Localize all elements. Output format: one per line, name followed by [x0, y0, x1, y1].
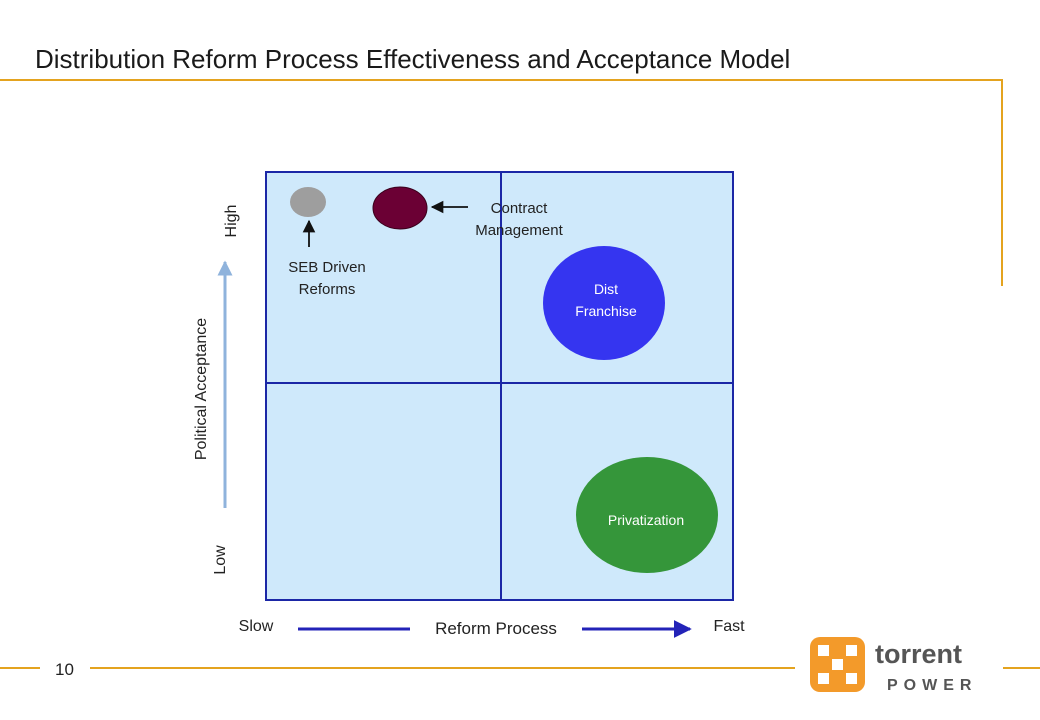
franchise-label-line2: Franchise	[575, 303, 637, 319]
franchise-label-line1: Dist	[594, 281, 618, 297]
title-underline	[0, 79, 1003, 81]
logo-tagline: POWER	[887, 677, 977, 694]
contract-management-bubble	[372, 186, 428, 230]
page-number: 10	[55, 660, 74, 679]
torrent-power-logo: torrent POWER	[810, 637, 977, 694]
slide-title: Distribution Reform Process Effectivenes…	[35, 44, 791, 74]
dist-franchise-bubble	[543, 246, 665, 360]
footer-rule-middle	[90, 667, 795, 669]
seb-label-line1: SEB Driven	[288, 259, 366, 276]
privatization-label: Privatization	[608, 512, 684, 528]
y-axis-label: Political Acceptance	[193, 318, 210, 460]
x-fast-label: Fast	[713, 618, 745, 635]
footer-rule-left	[0, 667, 40, 669]
x-axis-label: Reform Process	[435, 619, 557, 638]
y-high-label: High	[223, 205, 240, 238]
contract-label-line1: Contract	[491, 200, 549, 217]
seb-driven-bubble	[290, 187, 326, 217]
footer-rule-right	[1003, 667, 1040, 669]
logo-wordmark: torrent	[875, 639, 962, 669]
right-vertical-rule	[1001, 79, 1003, 286]
torrent-x-icon	[810, 637, 865, 692]
seb-label-line2: Reforms	[299, 281, 356, 298]
x-slow-label: Slow	[239, 618, 274, 635]
contract-label-line2: Management	[475, 222, 563, 239]
privatization-bubble	[576, 457, 718, 573]
y-low-label: Low	[212, 545, 229, 575]
